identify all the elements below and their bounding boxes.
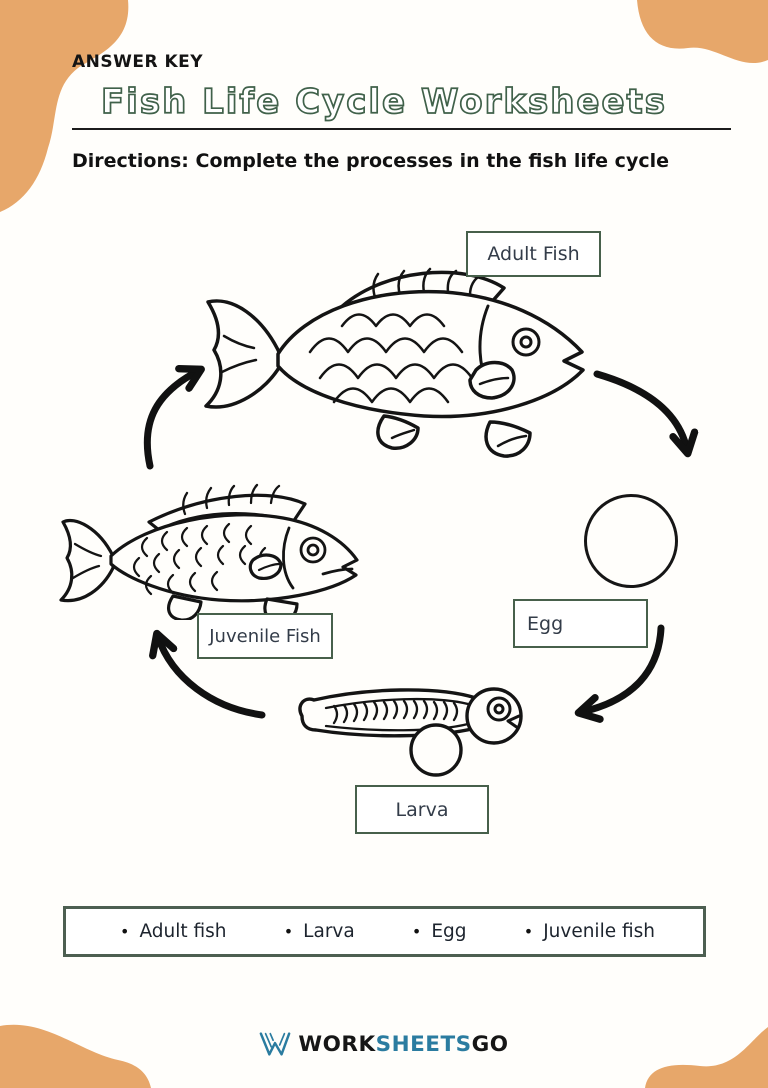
egg-label-box: Egg [513, 599, 648, 648]
juvenile-fish-body [109, 513, 359, 603]
larva-label-text: Larva [395, 798, 449, 821]
juvenile-fish-mouth-line [321, 567, 354, 576]
answer-key-label: ANSWER KEY [72, 52, 204, 72]
word-bank-item-adult-fish: • Adult fish [120, 921, 227, 942]
larva-body [298, 688, 484, 738]
blob-top-left [0, 0, 129, 212]
adult-fish-illustration [204, 267, 585, 458]
blob-top-right [637, 0, 768, 64]
bullet-icon: • [283, 922, 294, 941]
word-bank: • Adult fish • Larva • Egg • Juvenile fi… [63, 906, 706, 957]
adult-fish-eye [511, 327, 541, 357]
larva-segments [332, 699, 459, 725]
adult-fish-label-box: Adult Fish [466, 231, 601, 277]
word-bank-item-juvenile-fish: • Juvenile fish [524, 921, 655, 942]
title-divider [72, 128, 731, 130]
blob-bottom-left [0, 1024, 151, 1088]
word-bank-item-label: Egg [431, 921, 467, 942]
word-bank-item-egg: • Egg [412, 921, 467, 942]
juvenile-fish-label-text: Juvenile Fish [209, 625, 321, 647]
brand-mid: SHEETS [375, 1031, 472, 1057]
juvenile-fish-scales [132, 522, 267, 596]
juvenile-fish-eye [299, 536, 327, 564]
larva-label-box: Larva [355, 785, 489, 834]
adult-fish-body [276, 289, 585, 419]
adult-fish-scales [308, 313, 474, 404]
egg-label-text: Egg [527, 612, 564, 635]
word-bank-item-larva: • Larva [284, 921, 355, 942]
juvenile-fish-ventral-fin-front [166, 594, 203, 620]
larva-eye [486, 696, 512, 722]
larva-mouth [506, 714, 521, 730]
adult-fish-ventral-fin-rear [484, 420, 532, 458]
brand-wordmark: WORKSHEETSGO [298, 1032, 508, 1057]
adult-fish-ventral-fin-front [376, 414, 420, 450]
blob-bottom-right [645, 1027, 768, 1088]
juvenile-fish-label-box: Juvenile Fish [197, 613, 333, 659]
adult-fish-tail [204, 299, 282, 409]
word-bank-item-label: Larva [303, 921, 355, 942]
bullet-icon: • [523, 922, 534, 941]
juvenile-fish-tail [59, 519, 115, 603]
juvenile-fish-gill [282, 526, 295, 590]
bullet-icon: • [120, 922, 130, 941]
brand-prefix: WORK [298, 1031, 376, 1057]
larva-illustration [298, 687, 523, 777]
juvenile-fish-illustration [59, 483, 359, 620]
larva-yolk-sac [409, 723, 463, 777]
word-bank-item-label: Adult fish [139, 921, 227, 942]
adult-fish-label-text: Adult Fish [487, 243, 580, 265]
footer-brand: WORKSHEETSGO [0, 1030, 768, 1058]
directions-text: Directions: Complete the processes in th… [72, 150, 669, 172]
bullet-icon: • [411, 922, 422, 941]
word-bank-item-label: Juvenile fish [543, 921, 655, 942]
worksheetsgo-logo-icon [260, 1032, 291, 1056]
egg-illustration [584, 494, 678, 588]
page-title: Fish Life Cycle Worksheets [100, 81, 668, 123]
brand-suffix: GO [471, 1031, 509, 1057]
